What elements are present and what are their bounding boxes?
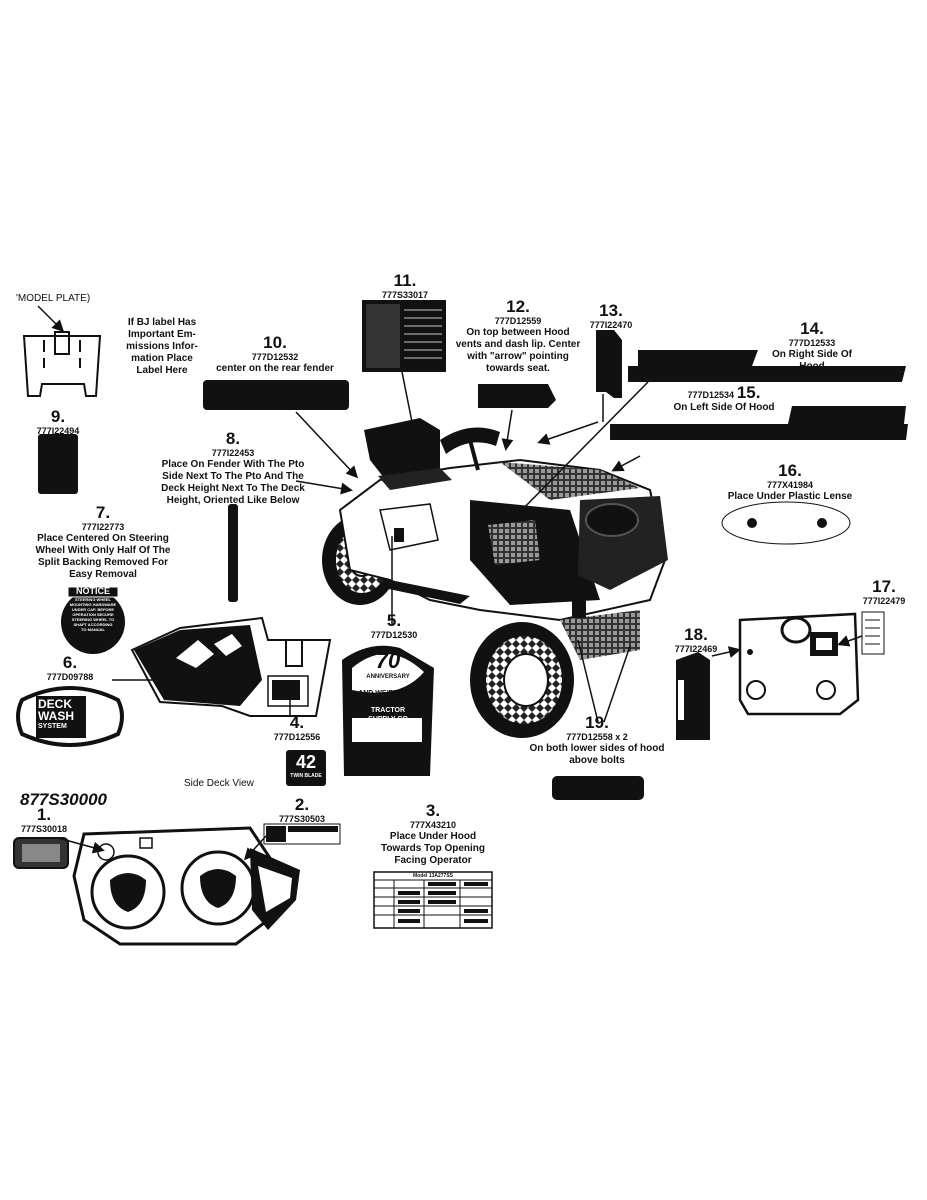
label-item-9: 9. 777I22494 (36, 407, 80, 437)
decal-14 (628, 366, 906, 382)
label-item-15: 777D12534 15. On Left Side Of Hood (673, 383, 775, 413)
decal-9 (38, 434, 78, 494)
decal-13 (596, 330, 622, 398)
label-item-14: 14. 777D12533 On Right Side Of Hood (772, 319, 852, 373)
decal-16 (721, 501, 851, 545)
decal-7 (61, 586, 125, 654)
label-item-4: 4. 777D12556 (273, 713, 321, 743)
decal-3 (373, 871, 493, 929)
decal-10 (203, 380, 349, 410)
decal-8 (228, 504, 238, 602)
label-item-7: 7. 777I22773 Place Centered On Steering … (35, 503, 171, 581)
model-plate-note: 'MODEL PLATE) (16, 293, 91, 304)
label-item-16: 16. 777X41984 Place Under Plastic Lense (727, 461, 853, 503)
leader-lines (295, 371, 649, 723)
label-item-1: 1. 777S30018 (20, 805, 68, 835)
decal-18 (676, 646, 741, 740)
tractor-illustration (322, 418, 668, 738)
decal-2 (263, 823, 341, 845)
decal-15 (610, 424, 908, 440)
anniversary-decal-text: 70 ANNIVERSARY AND WE'RE JUST GETTING ST… (355, 648, 421, 724)
label-item-11: 11. 777S33017 (381, 271, 429, 301)
model-number-title: 877S30000 (20, 790, 107, 809)
label-item-3: 3. 777X43210 Place Under Hood Towards To… (380, 801, 486, 867)
engine-part-17 (738, 611, 885, 716)
decal-4 (286, 750, 326, 786)
danger-text: DANGER (290, 827, 312, 833)
side-deck-view-label: Side Deck View (184, 778, 254, 789)
model-table-title: Model 13A277SS (412, 873, 454, 879)
decal-12 (478, 384, 556, 408)
label-item-13: 13. 777I22470 (589, 301, 633, 331)
label-item-2: 2. 777S30503 (278, 795, 326, 825)
label-item-18: 18. 777I22469 (674, 625, 718, 655)
twin-blade-text: 42 TWIN BLADE (290, 752, 322, 779)
bj-label-note: If BJ label Has Important Em- missions I… (126, 317, 198, 376)
deck-wash-text: DECK WASH SYSTEM (38, 697, 74, 730)
mower-deck-side (112, 616, 332, 717)
label-item-8: 8. 777I22453 Place On Fender With The Pt… (161, 429, 305, 507)
label-item-17: 17. 777I22479 (862, 577, 906, 607)
label-item-19: 19. 777D12558 x 2 On both lower sides of… (529, 713, 665, 767)
mower-deck-top (57, 826, 300, 946)
decal-6 (16, 686, 124, 747)
label-item-12: 12. 777D12559 On top between Hood vents … (455, 297, 581, 375)
label-item-6: 6. 777D09788 (46, 653, 94, 683)
decal-11 (362, 300, 446, 372)
label-item-5: 5. 777D12530 (370, 611, 418, 641)
decal-5 (342, 645, 434, 776)
notice-decal-text: NOTICE STEERING WHEEL MOUNTING HARDWARE … (69, 586, 117, 632)
model-plate-bracket (22, 305, 102, 397)
decal-1 (13, 837, 69, 869)
decal-19 (552, 776, 644, 800)
label-item-10: 10. 777D12532 center on the rear fender (216, 333, 334, 375)
